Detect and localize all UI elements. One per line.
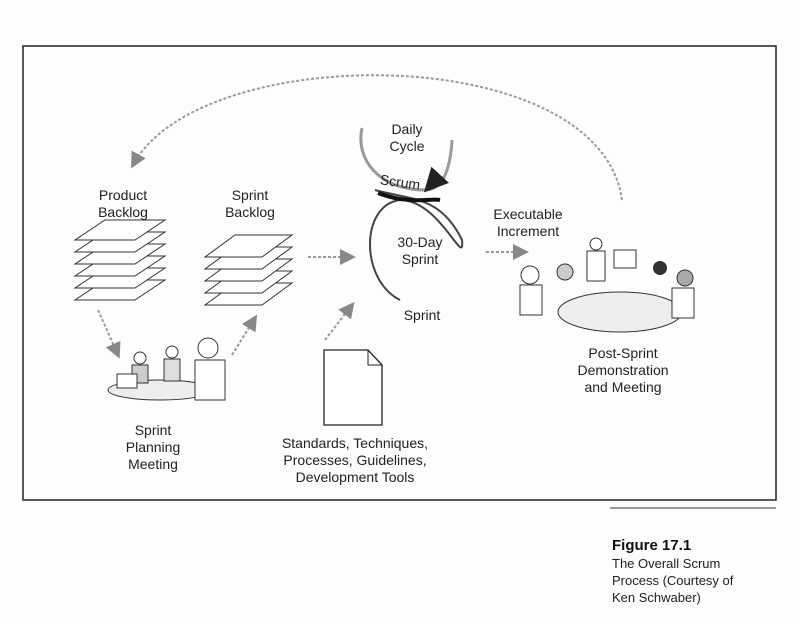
product-backlog-stack-icon [73, 219, 167, 301]
scrum-label: Scrum [379, 171, 421, 192]
scrum-arrow-icon [423, 166, 450, 193]
scrum-link [377, 191, 441, 203]
caption-line: Ken Schwaber) [612, 590, 701, 605]
figure-frame [22, 45, 777, 501]
caption-line: Process (Courtesy of [612, 573, 734, 588]
planning-to-sprint-backlog-arrow [231, 314, 258, 356]
document-icon [323, 349, 383, 426]
caption-line: The Overall Scrum [612, 556, 720, 571]
figure-number: Figure 17.1 [612, 537, 691, 554]
sprint-backlog-stack-icon [203, 234, 294, 306]
sprint-label: Sprint [404, 307, 441, 323]
sprint-loop [369, 189, 464, 301]
standards-label: Standards, Techniques,Processes, Guideli… [282, 435, 428, 485]
standards-to-sprint-arrow [324, 301, 355, 341]
backlog-to-planning-arrow [97, 309, 121, 359]
planning-meeting-illustration [107, 337, 226, 401]
feedback-arc-arrow [131, 74, 623, 201]
post-sprint-meeting-illustration [519, 237, 695, 333]
